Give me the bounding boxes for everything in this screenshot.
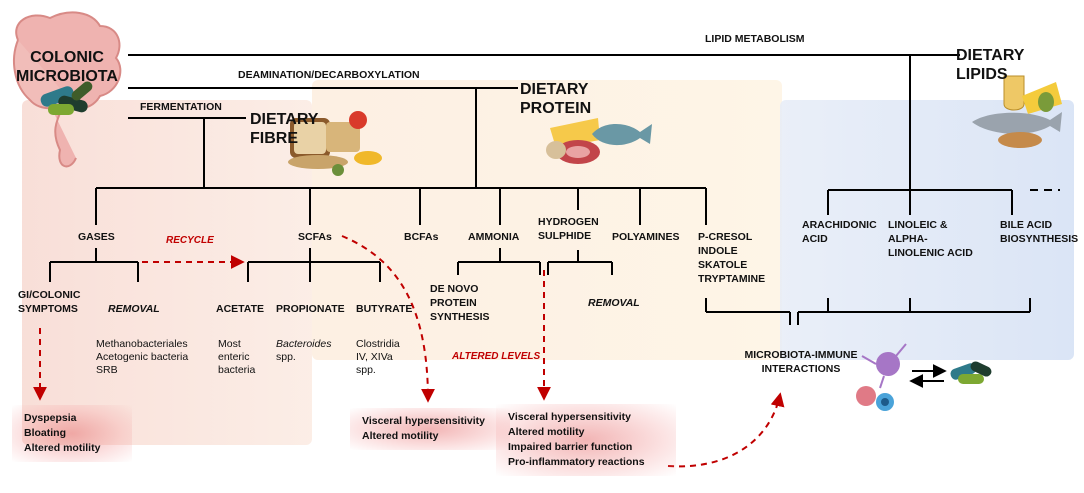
bread-icon [288,111,382,176]
organism-item: spp. [356,364,376,376]
organism-item: Acetogenic bacteria [96,351,189,363]
organism-item: Methanobacteriales [96,338,188,350]
tryptamine-item: TRYPTAMINE [698,273,766,285]
organism-item: spp. [276,351,296,363]
organism-item: SRB [96,364,118,376]
propionate-bacteria-list: Bacteroides spp. [276,338,331,364]
p-cresol-item: P-CRESOL [698,231,753,243]
linoleic-label: LINOLEIC & ALPHA-LINOLENIC ACID [888,219,973,259]
bacteria-icon [40,81,93,115]
lipids-icon [972,75,1062,148]
lipid-zone [780,100,1074,360]
organism-item: Clostridia [356,338,400,350]
dietary-lipids-heading: DIETARY LIPIDS [956,47,1025,83]
outcome-item: Visceral hypersensitivity [362,415,485,427]
dietary-fibre-heading: DIETARY FIBRE [250,111,319,147]
hydrogen-sulphide-label: HYDROGEN SULPHIDE [538,216,599,242]
de-novo-label: DE NOVO PROTEIN SYNTHESIS [430,283,490,323]
gases-label: GASES [78,231,115,243]
gi-symptoms-label: GI/COLONIC SYMPTOMS [18,289,81,315]
outcome-item: Impaired barrier function [508,441,633,453]
outcome-item: Altered motility [362,430,439,442]
removal-label-1: REMOVAL [108,303,160,315]
propionate-label: PROPIONATE [276,303,345,315]
organism-item: enteric [218,351,250,363]
acetate-bacteria-list: Most enteric bacteria [218,338,255,377]
protein-zone [312,80,782,360]
ammonia-label: AMMONIA [468,231,520,243]
outcome-box-1: Dyspepsia Bloating Altered motility [12,405,132,462]
colonic-microbiota-heading: COLONIC MICROBIOTA [16,49,118,85]
organism-item: IV, XIVa [356,351,393,363]
outcome-item: Pro-inflammatory reactions [508,456,645,468]
polyamines-label: POLYAMINES [612,231,680,243]
recycle-label: RECYCLE [166,235,214,246]
bcfas-label: BCFAs [404,231,439,243]
scfas-label: SCFAs [298,231,332,243]
immune-cells-icon [856,343,992,411]
arachidonic-acid-label: ARACHIDONIC ACID [802,219,877,245]
altered-levels-label: ALTERED LEVELS [452,351,541,362]
outcome-box-3: Visceral hypersensitivity Altered motili… [496,404,676,476]
p-cresol-group: P-CRESOL INDOLE SKATOLE TRYPTAMINE [698,230,765,286]
butyrate-bacteria-list: Clostridia IV, XIVa spp. [356,338,400,377]
bile-acid-label: BILE ACID BIOSYNTHESIS [1000,219,1079,245]
exchange-arrows-icon [909,364,947,388]
deamination-label: DEAMINATION/DECARBOXYLATION [238,69,420,81]
skatole-item: SKATOLE [698,259,748,271]
outcome-item: Dyspepsia [24,412,77,424]
acetate-label: ACETATE [216,303,265,315]
organism-item: Bacteroides [276,338,332,350]
indole-item: INDOLE [698,245,738,257]
fermentation-label: FERMENTATION [140,101,222,113]
outcome-box-2: Visceral hypersensitivity Altered motili… [350,408,510,450]
outcome-item: Bloating [24,427,66,439]
outcome-item: Visceral hypersensitivity [508,411,631,423]
dietary-protein-heading: DIETARY PROTEIN [520,81,592,117]
organism-item: bacteria [218,364,256,376]
microbiota-immune-label: MICROBIOTA-IMMUNE INTERACTIONS [744,349,858,375]
outcome-item: Altered motility [24,442,101,454]
removal-bacteria-list: Methanobacteriales Acetogenic bacteria S… [96,338,188,377]
outcome-item: Altered motility [508,426,585,438]
lipid-metabolism-label: LIPID METABOLISM [705,33,805,45]
fibre-zone [22,100,312,445]
removal-label-2: REMOVAL [588,297,640,309]
meat-fish-icon [546,118,652,164]
organism-item: Most [218,338,241,350]
butyrate-label: BUTYRATE [356,303,413,315]
